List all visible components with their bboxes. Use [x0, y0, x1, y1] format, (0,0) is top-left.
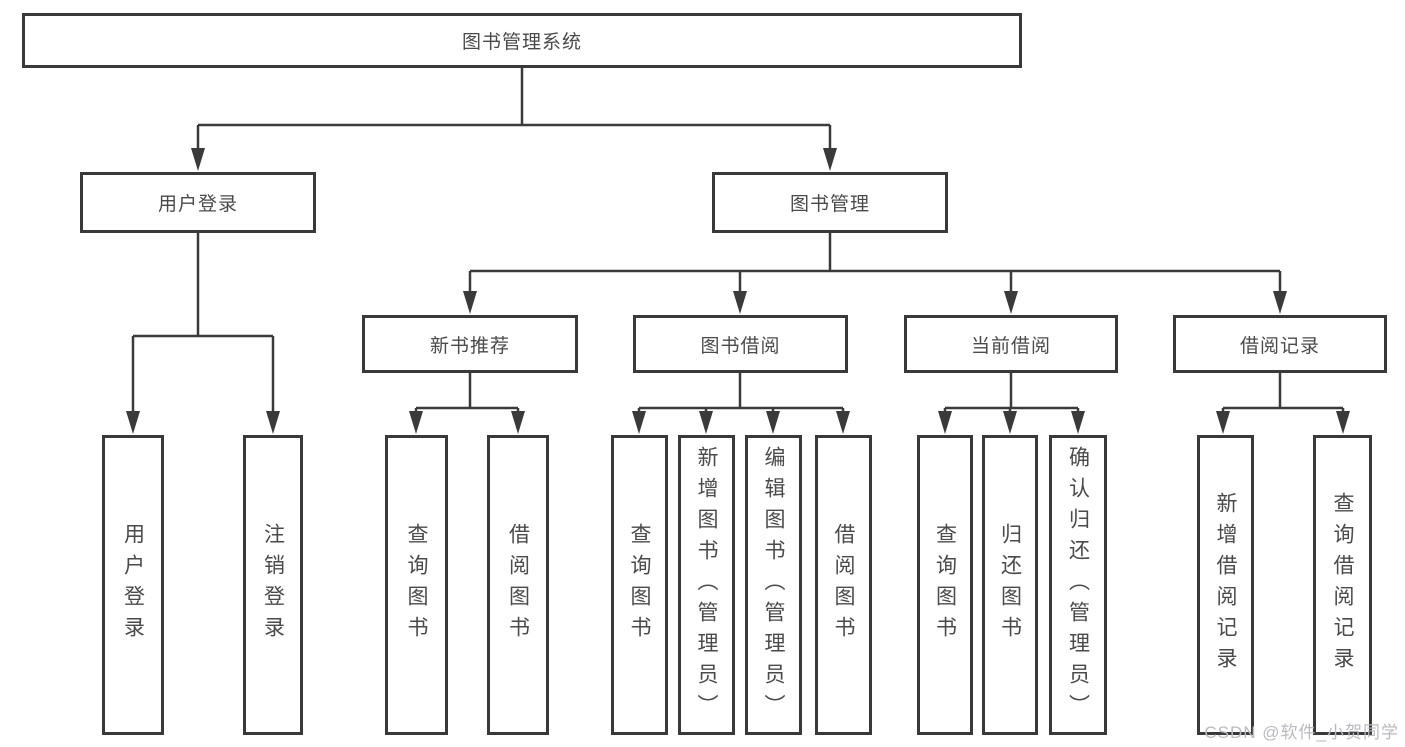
- node-user-login: 用户登录: [80, 172, 316, 233]
- arrow-down-icon: [1336, 411, 1350, 434]
- arrow-down-icon: [1004, 291, 1018, 314]
- leaf-user-login-label: 用户登录: [121, 523, 145, 647]
- arrow-down-icon: [632, 411, 646, 434]
- arrow-down-icon: [938, 411, 952, 434]
- node-root: 图书管理系统: [22, 13, 1022, 68]
- arrow-down-icon: [126, 411, 140, 434]
- leaf-add-borrow-record: 新增借阅记录: [1197, 435, 1254, 735]
- node-book-management-label: 图书管理: [789, 194, 870, 215]
- leaf-user-login: 用户登录: [102, 435, 164, 735]
- arrow-down-icon: [823, 148, 837, 171]
- leaf-query-books-borrow: 查询图书: [611, 435, 668, 735]
- leaf-borrow-books-label: 借阅图书: [832, 523, 855, 647]
- node-book-management: 图书管理: [712, 172, 948, 233]
- arrow-down-icon: [733, 291, 747, 314]
- node-root-label: 图书管理系统: [461, 32, 582, 53]
- leaf-add-borrow-record-label: 新增借阅记录: [1214, 492, 1237, 678]
- arrow-down-icon: [699, 411, 713, 434]
- arrow-down-icon: [1216, 411, 1230, 434]
- arrow-down-icon: [1071, 411, 1085, 434]
- node-new-book-recommend: 新书推荐: [362, 315, 578, 373]
- leaf-borrow-books-recommend-label: 借阅图书: [506, 523, 530, 647]
- leaf-logout-label: 注销登录: [261, 523, 285, 647]
- node-borrow-records-label: 借阅记录: [1239, 335, 1320, 357]
- arrow-down-icon: [409, 411, 423, 434]
- leaf-query-books-borrow-label: 查询图书: [628, 523, 651, 647]
- leaf-query-borrow-record-label: 查询借阅记录: [1331, 492, 1354, 678]
- arrow-down-icon: [766, 411, 780, 434]
- leaf-edit-books-admin-label: 编辑图书（管理员）: [762, 445, 785, 725]
- arrow-down-icon: [1273, 291, 1287, 314]
- leaf-borrow-books: 借阅图书: [815, 435, 872, 735]
- node-new-book-recommend-label: 新书推荐: [429, 335, 510, 357]
- arrow-down-icon: [836, 411, 850, 434]
- node-current-borrow: 当前借阅: [904, 315, 1118, 373]
- leaf-logout: 注销登录: [243, 435, 303, 735]
- leaf-edit-books-admin: 编辑图书（管理员）: [745, 435, 802, 735]
- arrow-down-icon: [266, 411, 280, 434]
- watermark: CSDN @软件_小贺同学: [1204, 723, 1399, 742]
- leaf-return-books: 归还图书: [982, 435, 1038, 735]
- leaf-add-books-admin-label: 新增图书（管理员）: [695, 445, 718, 725]
- arrow-down-icon: [1003, 411, 1017, 434]
- leaf-add-books-admin: 新增图书（管理员）: [678, 435, 735, 735]
- leaf-return-books-label: 归还图书: [998, 523, 1022, 647]
- leaf-query-borrow-record: 查询借阅记录: [1313, 435, 1372, 735]
- node-book-borrow-label: 图书借阅: [700, 335, 781, 357]
- node-current-borrow-label: 当前借阅: [970, 335, 1051, 357]
- arrow-down-icon: [511, 411, 525, 434]
- leaf-query-books-recommend: 查询图书: [385, 435, 448, 735]
- node-user-login-label: 用户登录: [157, 194, 238, 215]
- leaf-query-books-current: 查询图书: [917, 435, 973, 735]
- leaf-confirm-return-admin-label: 确认归还（管理员）: [1066, 445, 1090, 725]
- leaf-query-books-recommend-label: 查询图书: [405, 523, 428, 647]
- node-borrow-records: 借阅记录: [1173, 315, 1387, 373]
- arrow-down-icon: [463, 291, 477, 314]
- node-book-borrow: 图书借阅: [633, 315, 848, 373]
- leaf-confirm-return-admin: 确认归还（管理员）: [1049, 435, 1107, 735]
- leaf-query-books-current-label: 查询图书: [933, 523, 957, 647]
- arrow-down-icon: [191, 148, 205, 171]
- leaf-borrow-books-recommend: 借阅图书: [487, 435, 549, 735]
